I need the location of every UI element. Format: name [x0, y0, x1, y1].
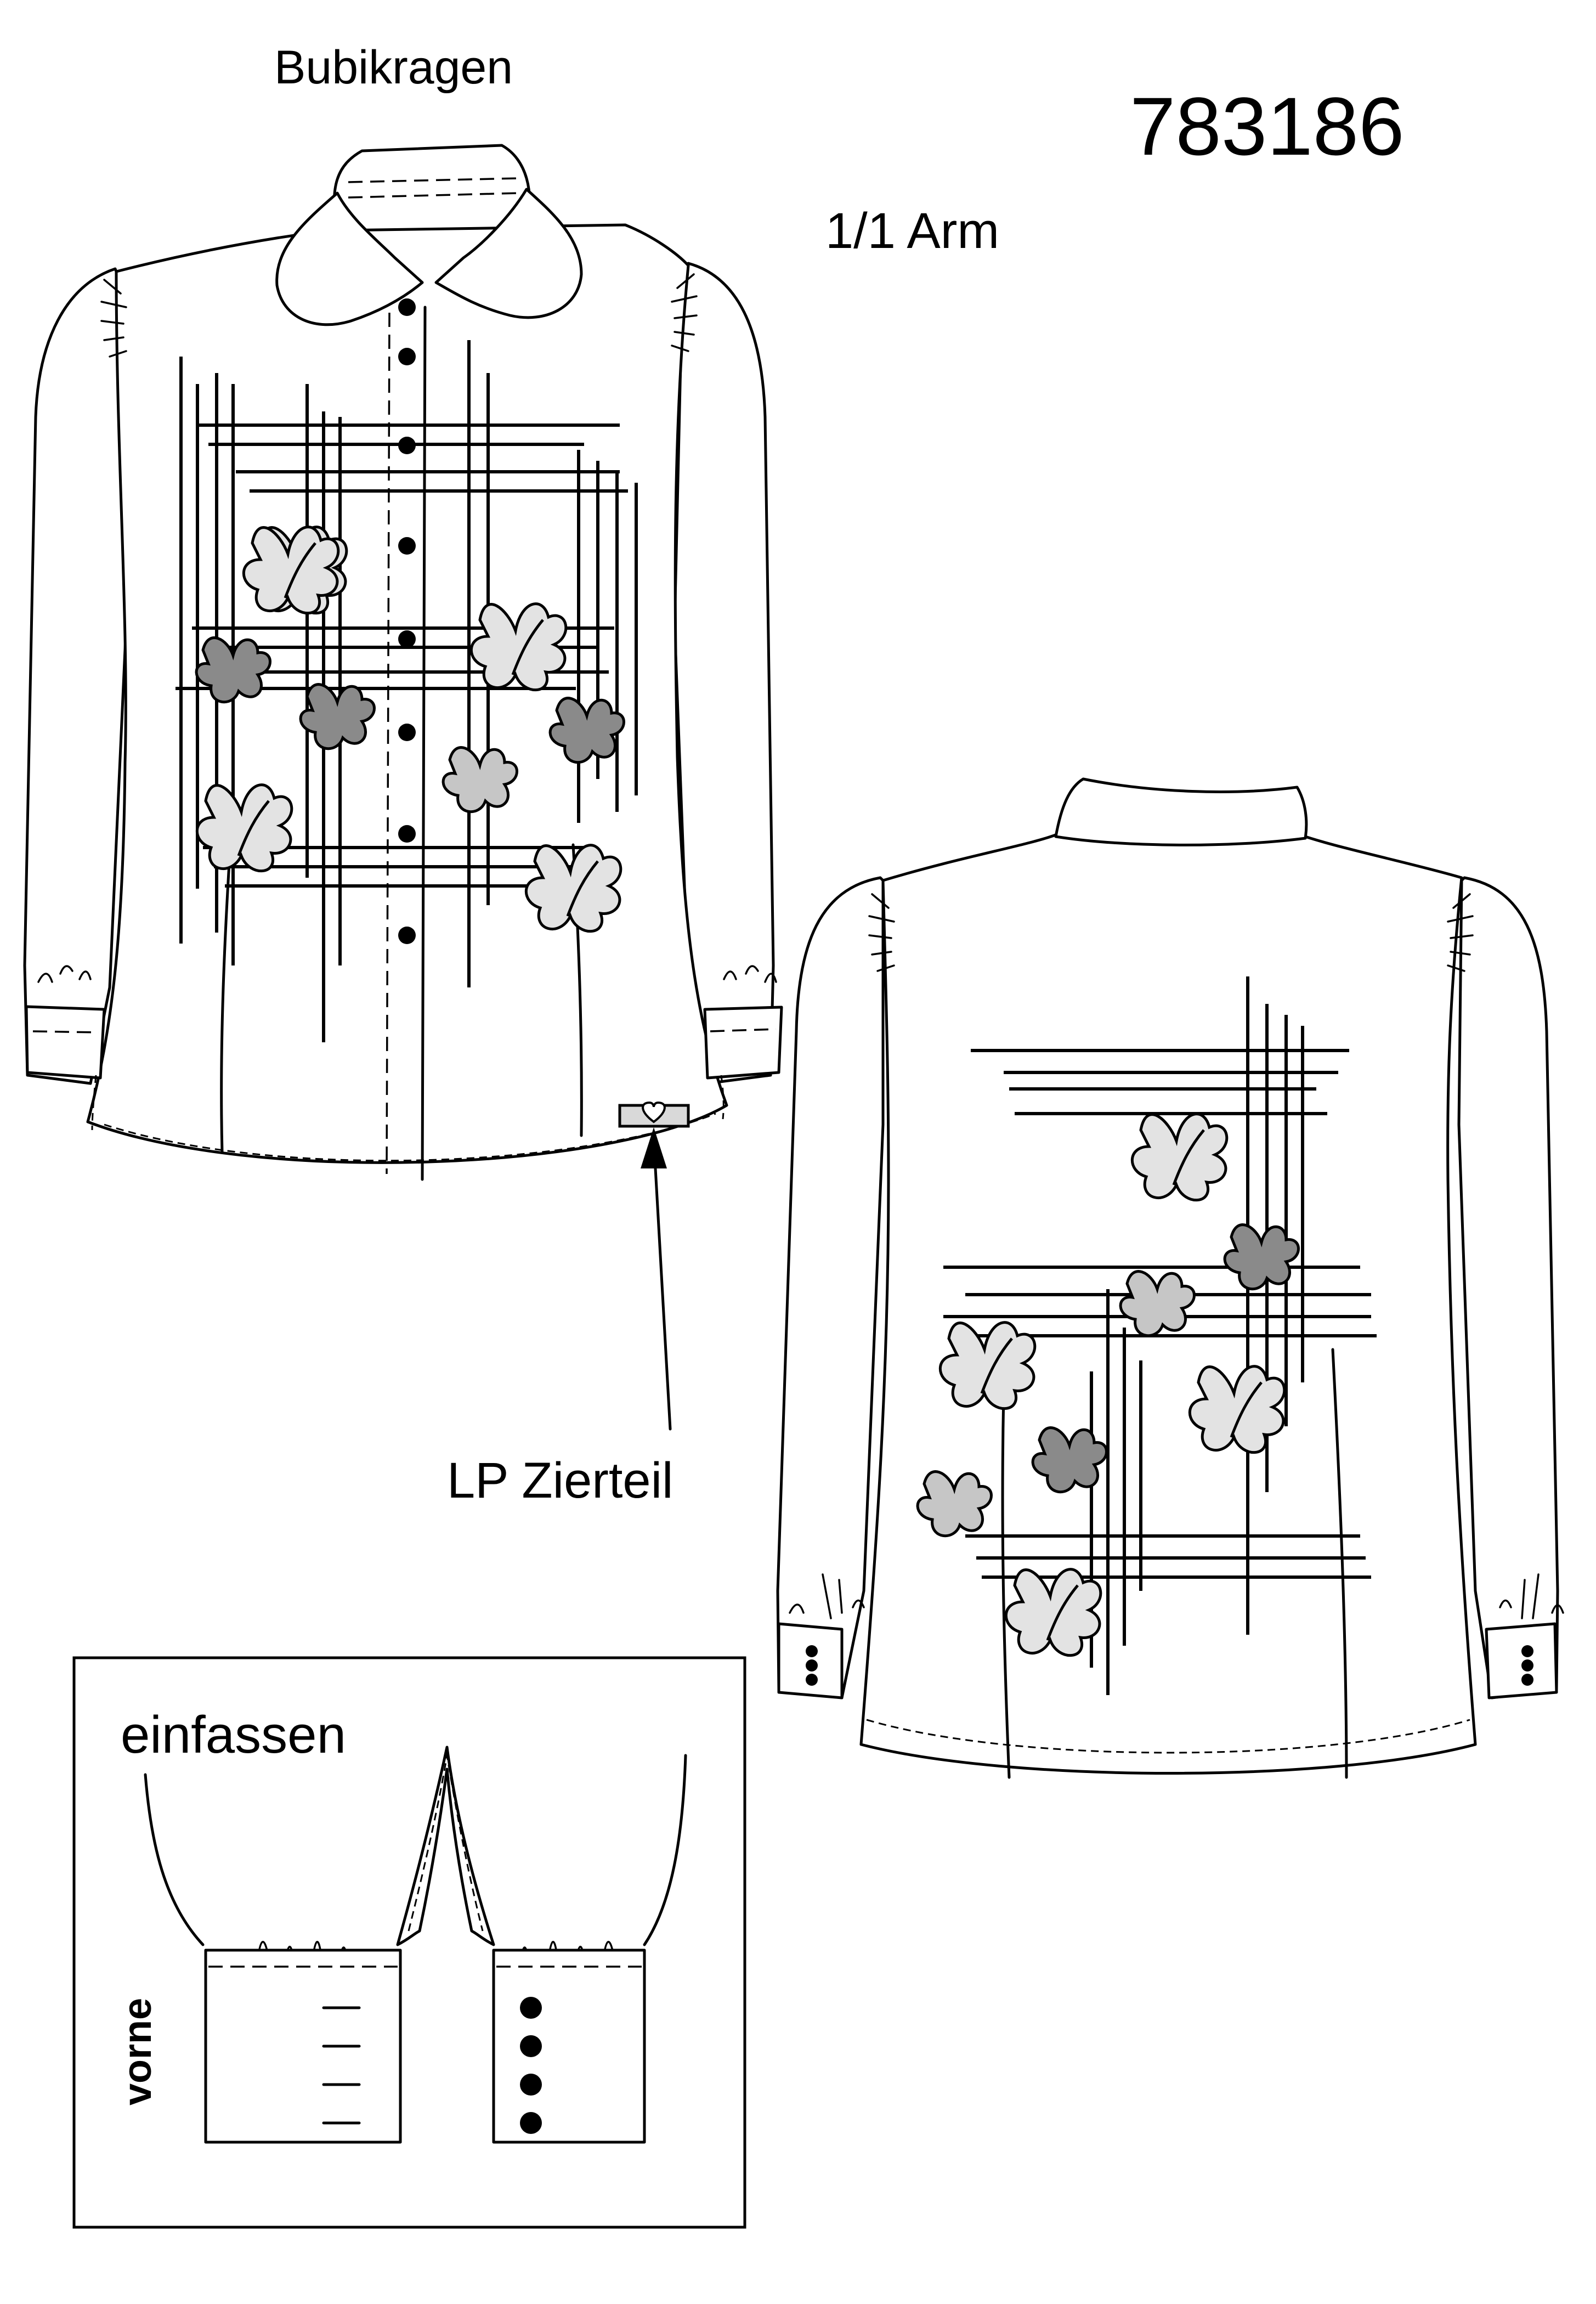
front-body: [86, 223, 728, 1164]
front-label: vorne: [116, 1998, 160, 2105]
collar-label: Bubikragen: [274, 41, 513, 94]
front-buttons: [398, 298, 416, 944]
back-left-sleeve: [776, 876, 885, 1699]
front-right-sleeve: [673, 262, 775, 1085]
trim-ornament: [618, 1101, 690, 1431]
front-collar-right: [434, 188, 583, 319]
trim-label: LP Zierteil: [447, 1453, 673, 1509]
back-cuff-buttons: [806, 1645, 1533, 1686]
front-shirt: [23, 144, 783, 1431]
back-right-cuff: [1485, 1622, 1558, 1699]
front-left-sleeve: [23, 267, 128, 1085]
front-right-cuff: [703, 1006, 783, 1080]
sleeve-label: 1/1 Arm: [825, 203, 999, 259]
cuff-detail-label: einfassen: [121, 1706, 346, 1764]
detail-cuff-right: [492, 1949, 646, 2144]
cuff-detail-box: einfassen vorne: [72, 1656, 746, 2229]
back-collar: [1054, 777, 1308, 846]
front-collar-left: [275, 191, 424, 326]
front-collar-stand: [332, 144, 531, 232]
front-left-cuff: [25, 1005, 106, 1080]
article-number: 783186: [1130, 80, 1405, 172]
detail-cuff-left: [204, 1949, 402, 2144]
back-right-sleeve: [1457, 876, 1559, 1699]
back-shirt: [776, 777, 1564, 1779]
